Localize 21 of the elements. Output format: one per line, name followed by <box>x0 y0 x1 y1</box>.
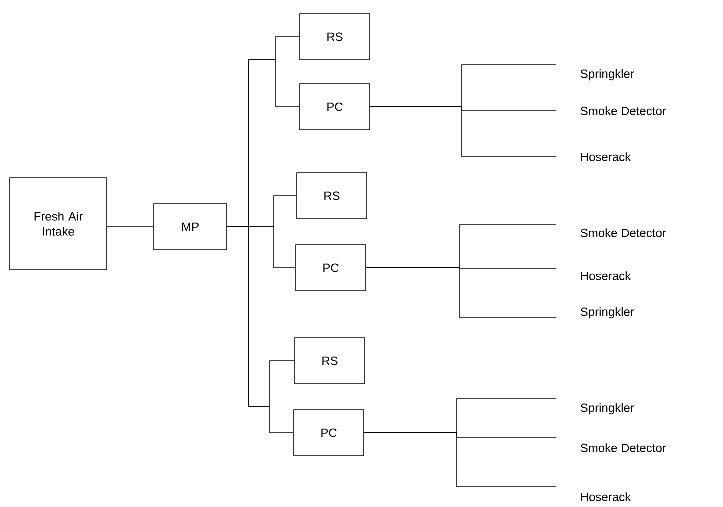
item-label: Smoke Detector <box>580 228 666 238</box>
process-box: PC <box>294 410 364 456</box>
process-box: RS <box>296 172 368 220</box>
item-label: Hoserack <box>581 492 632 502</box>
item-label: Springkler <box>580 69 634 81</box>
item-label: Hoserack <box>581 152 632 162</box>
item-label: Smoke Detector <box>580 444 666 452</box>
connector-line <box>364 432 556 488</box>
process-box: MP <box>154 204 228 250</box>
process-box: RS <box>294 338 366 384</box>
process-box: Fresh Air Intake <box>10 178 108 270</box>
process-box: RS <box>300 14 370 60</box>
item-label: Springkler <box>580 403 634 415</box>
process-box: PC <box>300 84 370 130</box>
item-label: Springkler <box>580 307 634 319</box>
connector-line <box>366 268 556 318</box>
process-box: PC <box>296 244 366 292</box>
connector-line <box>107 226 154 228</box>
connector-line <box>370 106 556 158</box>
item-label: Hoserack <box>581 272 632 280</box>
item-label: Smoke Detector <box>580 106 666 116</box>
